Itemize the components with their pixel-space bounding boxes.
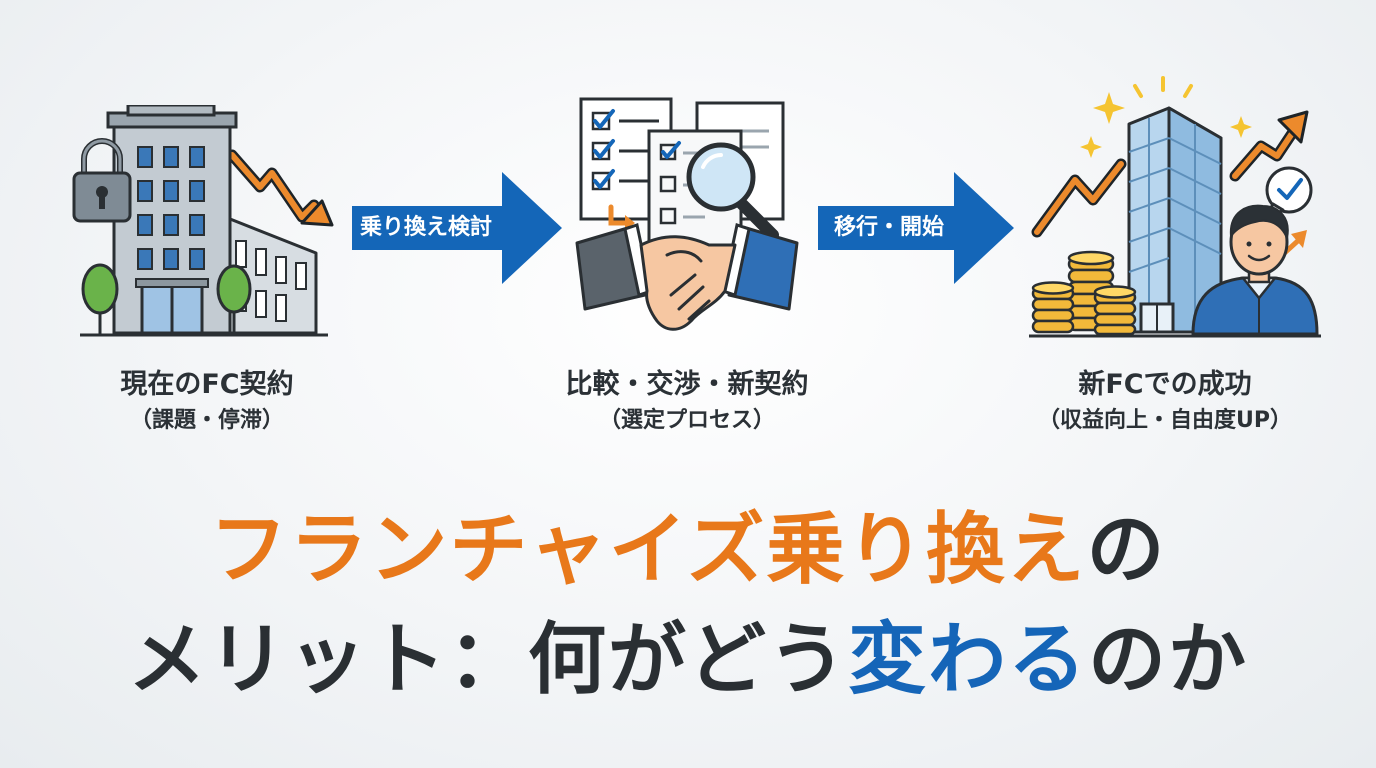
stage3-subtitle: （収益向上・自由度UP）: [1038, 408, 1292, 433]
businessman-icon: [1191, 204, 1319, 336]
handshake-icon: [575, 223, 799, 331]
arrow-consider-switch: [352, 172, 562, 284]
stage3-illustration: [1029, 76, 1321, 338]
stage2-subtitle: （選定プロセス）: [598, 408, 775, 433]
arrow-label-migrate-start: 移行・開始: [834, 215, 945, 240]
stage2-label: 比較・交渉・新契約 （選定プロセス）: [532, 368, 842, 436]
headline-dark-text: の: [1086, 505, 1167, 595]
tree-icon: [216, 264, 252, 335]
headline-line2: メリット：何がどう変わるのか: [0, 610, 1376, 710]
lock-icon: [72, 138, 132, 223]
stage3-label: 新FCでの成功 （収益向上・自由度UP）: [1000, 368, 1330, 436]
tree-icon: [81, 263, 119, 335]
uptrend-arrow-icon: [1031, 110, 1309, 261]
headline-blue-text: 変わる: [847, 615, 1088, 705]
stage2-illustration: [575, 97, 799, 331]
magnifier-icon: [686, 142, 779, 241]
headline-orange-text: フランチャイズ乗り換え: [209, 505, 1087, 595]
downtrend-arrow-icon: [226, 149, 334, 227]
arrow-label-consider-switch: 乗り換え検討: [360, 215, 493, 240]
headline-dark-text-a: メリット：何がどう: [127, 615, 848, 705]
stage1-subtitle: （課題・停滞）: [129, 408, 284, 433]
headline-line1: フランチャイズ乗り換えの: [0, 500, 1376, 600]
stage1-label: 現在のFC契約 （課題・停滞）: [62, 368, 352, 436]
headline-dark-text-b: のか: [1088, 615, 1249, 705]
stage3-title: 新FCでの成功: [1078, 369, 1252, 400]
stage2-title: 比較・交渉・新契約: [565, 369, 809, 400]
stage1-illustration: [72, 105, 334, 337]
sparkle-icon: [1080, 76, 1252, 158]
arrow-migrate-start: [818, 172, 1014, 284]
coin-stack-icon: [1031, 250, 1137, 336]
office-building-icon: [80, 105, 328, 337]
stage1-title: 現在のFC契約: [120, 369, 294, 400]
